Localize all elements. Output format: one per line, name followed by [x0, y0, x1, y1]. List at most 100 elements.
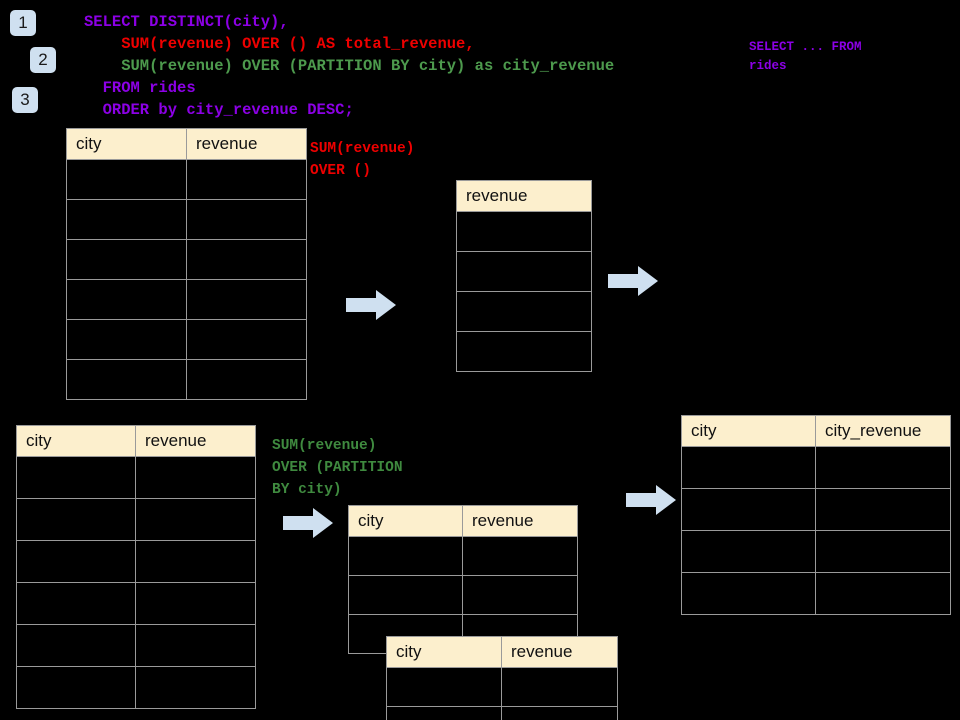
cell-revenue: [462, 536, 578, 576]
table-row: [456, 211, 592, 252]
cell-city: [681, 530, 816, 573]
table-row: [66, 279, 307, 320]
cell-city: [66, 199, 187, 240]
cell-city: [386, 706, 502, 720]
cell-revenue: [456, 331, 592, 372]
table-row: [66, 239, 307, 280]
column-header-revenue: revenue: [186, 128, 307, 160]
table-row: [386, 706, 618, 720]
cell-revenue: [456, 251, 592, 292]
rides-source-table: city revenue: [66, 128, 307, 400]
cell-city: [681, 488, 816, 531]
rides-source-table-partitioned: city revenue: [16, 425, 256, 709]
partition-group-table-back: city revenue: [348, 505, 578, 654]
cell-city: [16, 498, 136, 541]
cell-city: [386, 667, 502, 707]
final-result-table: city city_revenue: [681, 415, 951, 615]
table-header-row: revenue: [456, 180, 592, 212]
column-header-city: city: [681, 415, 816, 447]
cell-city: [66, 159, 187, 200]
table-header-row: city revenue: [386, 636, 618, 668]
step-badge-1: 1: [10, 10, 36, 36]
column-header-city: city: [348, 505, 463, 537]
cell-city: [16, 666, 136, 709]
sql-line-city-revenue: SUM(revenue) OVER (PARTITION BY city) as…: [84, 57, 615, 75]
table-row: [16, 540, 256, 583]
cell-city: [16, 540, 136, 583]
cell-city: [16, 624, 136, 667]
table-row: [66, 159, 307, 200]
arrow-source-to-partition: [283, 508, 333, 538]
table-row: [456, 331, 592, 372]
column-header-city: city: [386, 636, 502, 668]
table-header-row: city city_revenue: [681, 415, 951, 447]
table-row: [681, 572, 951, 615]
column-header-revenue: revenue: [501, 636, 618, 668]
cell-revenue: [186, 199, 307, 240]
column-header-city: city: [16, 425, 136, 457]
table-row: [681, 488, 951, 531]
arrow-partition-to-result: [626, 485, 676, 515]
partition-group-table-front: city revenue: [386, 636, 618, 720]
cell-revenue: [135, 582, 256, 625]
step-badge-2: 2: [30, 47, 56, 73]
cell-revenue: [462, 575, 578, 615]
cell-revenue: [501, 667, 618, 707]
table-row: [348, 536, 578, 576]
column-header-city: city: [66, 128, 187, 160]
cell-revenue: [456, 291, 592, 332]
step-badge-3: 3: [12, 87, 38, 113]
cell-revenue: [186, 279, 307, 320]
table-header-row: city revenue: [348, 505, 578, 537]
cell-city-revenue: [815, 488, 951, 531]
column-header-revenue: revenue: [462, 505, 578, 537]
table-row: [66, 199, 307, 240]
sql-line-total-revenue: SUM(revenue) OVER () AS total_revenue,: [84, 35, 475, 53]
cell-revenue: [501, 706, 618, 720]
table-row: [16, 582, 256, 625]
side-note-line-2: rides: [749, 59, 787, 73]
cell-city-revenue: [815, 530, 951, 573]
table-row: [386, 667, 618, 707]
table-row: [681, 446, 951, 489]
cell-city: [66, 319, 187, 360]
table-row: [456, 291, 592, 332]
table-row: [16, 456, 256, 499]
cell-city: [16, 456, 136, 499]
cell-city: [66, 239, 187, 280]
cell-city-revenue: [815, 446, 951, 489]
cell-revenue: [186, 359, 307, 400]
sql-line-from: FROM rides: [84, 79, 196, 97]
table-header-row: city revenue: [66, 128, 307, 160]
cell-revenue: [135, 624, 256, 667]
sql-line-select: SELECT DISTINCT(city),: [84, 13, 289, 31]
table-row: [66, 319, 307, 360]
cell-city-revenue: [815, 572, 951, 615]
cell-revenue: [186, 319, 307, 360]
column-header-city-revenue: city_revenue: [815, 415, 951, 447]
table-row: [681, 530, 951, 573]
table-row: [16, 624, 256, 667]
table-row: [456, 251, 592, 292]
cell-revenue: [186, 159, 307, 200]
column-header-revenue: revenue: [135, 425, 256, 457]
cell-city: [348, 536, 463, 576]
sql-line-order-by: ORDER by city_revenue DESC;: [84, 101, 354, 119]
total-revenue-table: revenue: [456, 180, 592, 372]
cell-revenue: [456, 211, 592, 252]
cell-city: [681, 446, 816, 489]
arrow-source-to-total: [346, 290, 396, 320]
table-row: [16, 498, 256, 541]
cell-revenue: [135, 498, 256, 541]
table-header-row: city revenue: [16, 425, 256, 457]
table-row: [16, 666, 256, 709]
cell-revenue: [135, 666, 256, 709]
arrow-total-to-result: [608, 266, 658, 296]
table-row: [66, 359, 307, 400]
column-header-revenue: revenue: [456, 180, 592, 212]
cell-city: [348, 575, 463, 615]
table-row: [348, 575, 578, 615]
side-note-line-1: SELECT ... FROM: [749, 40, 862, 54]
cell-revenue: [186, 239, 307, 280]
